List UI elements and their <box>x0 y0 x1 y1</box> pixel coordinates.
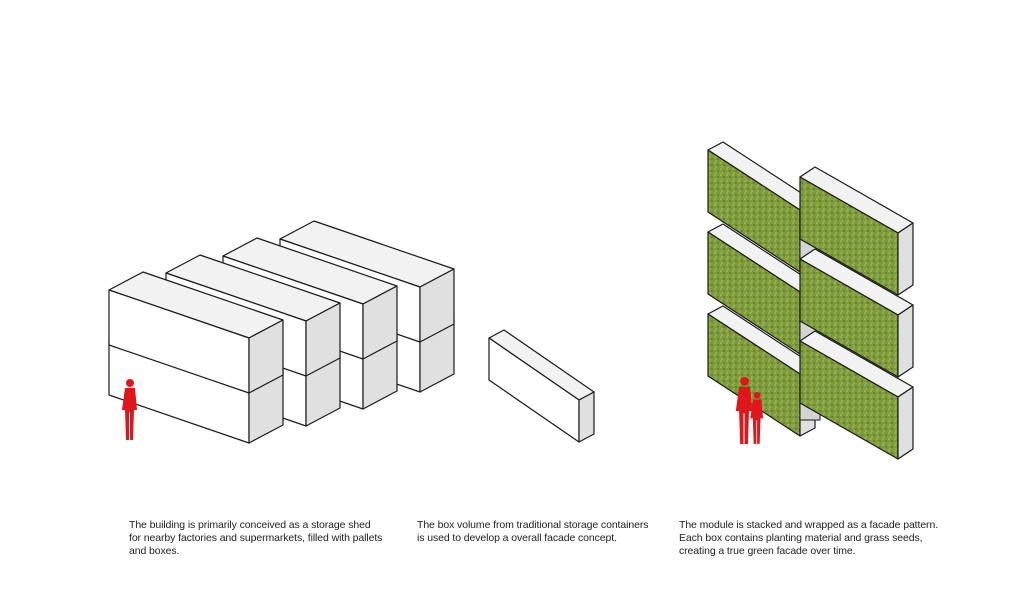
box-end-face <box>578 391 595 443</box>
box-end-face <box>897 304 914 378</box>
caption-line: Each box contains planting material and … <box>679 532 923 544</box>
child-figure-icon <box>750 392 764 444</box>
box-end-face <box>362 285 398 360</box>
caption-line: creating a true green facade over time. <box>679 545 856 557</box>
green-facade-modules <box>707 141 914 460</box>
caption-line: and boxes. <box>129 545 180 557</box>
human-figures <box>122 377 764 445</box>
person-figure-icon <box>735 377 753 445</box>
single-container-box <box>488 329 595 443</box>
box-end-face <box>248 319 284 394</box>
box-end-face <box>897 386 914 460</box>
caption-line: is used to develop a overall facade conc… <box>417 532 617 544</box>
caption-line: The module is stacked and wrapped as a f… <box>679 519 939 531</box>
box-end-face <box>419 268 455 343</box>
caption-line: The building is primarily conceived as a… <box>129 519 371 531</box>
caption-green-module: The module is stacked and wrapped as a f… <box>679 519 938 558</box>
caption-box-volume: The box volume from traditional storage … <box>417 519 648 545</box>
caption-line: The box volume from traditional storage … <box>417 519 649 531</box>
person-figure-icon <box>122 379 137 440</box>
box-end-face <box>305 302 341 377</box>
caption-storage-shed: The building is primarily conceived as a… <box>129 519 382 558</box>
caption-line: for nearby factories and supermarkets, f… <box>129 532 383 544</box>
stacked-storage-boxes <box>108 220 455 444</box>
box-end-face <box>897 222 914 296</box>
